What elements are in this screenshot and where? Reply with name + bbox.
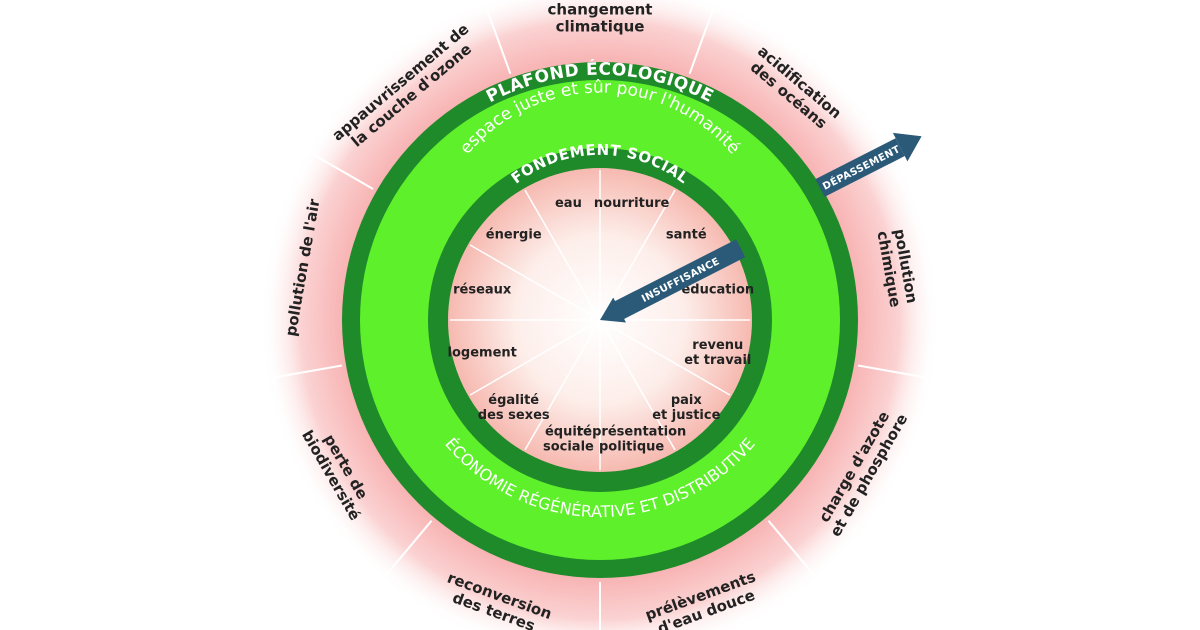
social-dimension-label-line: des sexes — [478, 408, 550, 423]
ecological-divider — [305, 149, 374, 190]
ecological-divider — [857, 364, 936, 381]
social-dimension-label-line: eau — [555, 196, 582, 211]
social-dimension-label-line: équité — [545, 424, 592, 439]
social-dimension-label: éducation — [681, 282, 754, 297]
social-dimension-label: logement — [448, 346, 517, 361]
social-divider — [599, 189, 676, 321]
social-divider — [469, 319, 601, 396]
social-dimension-label-line: nourriture — [594, 196, 670, 211]
social-dimension-label-line: égalité — [488, 393, 539, 408]
social-dimension-label-line: éducation — [681, 282, 754, 297]
social-dividers — [450, 170, 750, 470]
social-divider — [524, 319, 601, 451]
social-dimension-label-line: et travail — [684, 353, 751, 368]
ecological-divider — [264, 364, 343, 381]
social-dimension-label: nourriture — [594, 196, 670, 211]
ecological-dimension-label-line: climatique — [556, 18, 645, 36]
social-dimension-label-line: représentation — [577, 424, 686, 439]
social-dimension-label-line: logement — [448, 346, 517, 361]
ecological-divider — [380, 520, 433, 582]
social-dimension-label-line: paix — [671, 393, 703, 408]
ecological-divider — [767, 520, 820, 582]
social-dimension-label: santé — [666, 228, 707, 243]
social-dimension-label-line: revenu — [692, 338, 743, 353]
ecological-divider — [688, 0, 718, 75]
social-dimension-label-line: santé — [666, 228, 707, 243]
social-dimension-label: eau — [555, 196, 582, 211]
social-divider — [469, 244, 601, 321]
social-dimension-label-line: réseaux — [453, 282, 512, 297]
social-divider — [524, 189, 601, 321]
social-divider — [599, 319, 676, 451]
social-dimension-label: énergie — [486, 228, 542, 243]
ecological-divider — [482, 0, 512, 75]
social-dimension-label-line: énergie — [486, 228, 542, 243]
social-dimension-label-line: politique — [599, 439, 664, 454]
ecological-dimension-label-line: changement — [548, 1, 653, 19]
social-dimension-label-line: sociale — [543, 439, 594, 454]
social-divider — [599, 319, 731, 396]
social-dimension-label: réseaux — [453, 282, 512, 297]
social-dimension-label-line: et justice — [652, 408, 720, 423]
